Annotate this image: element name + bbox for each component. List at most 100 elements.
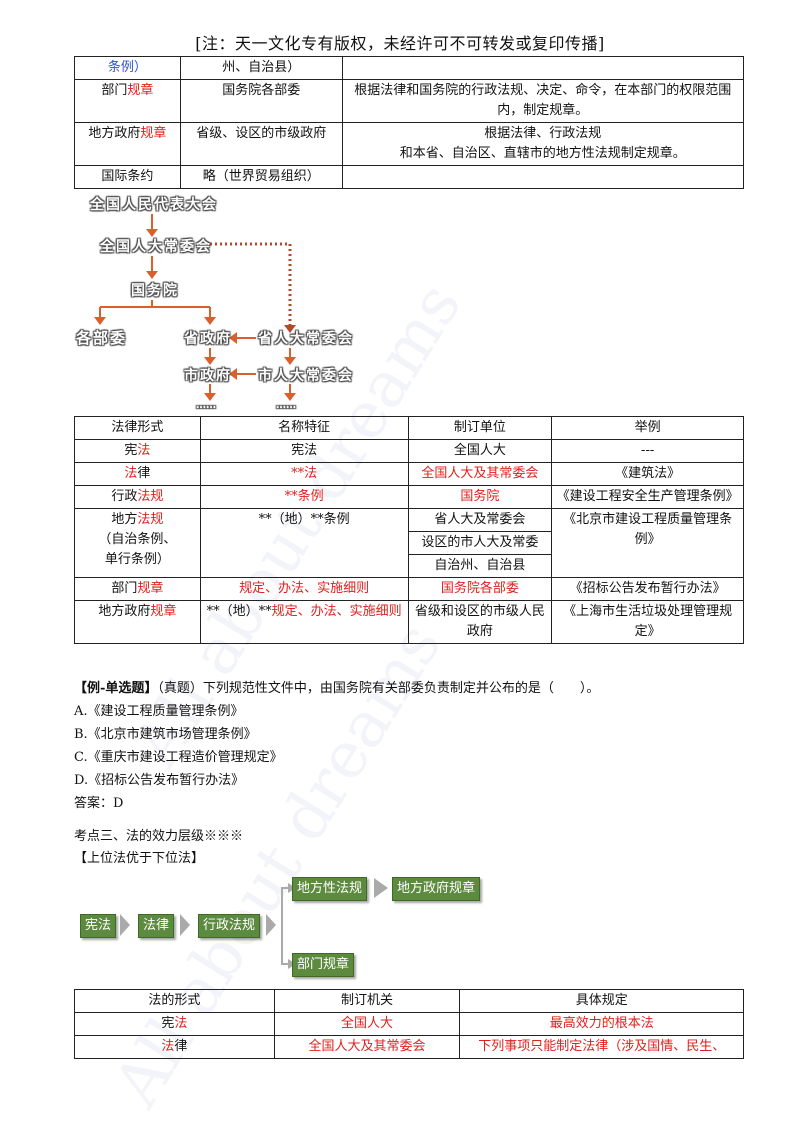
- table-cell: 根据法律、行政法规和本省、自治区、直辖市的地方性法规制定规章。: [341, 122, 745, 166]
- cell-text-highlight: 法: [174, 1016, 188, 1031]
- table-cell: 宪法: [74, 1012, 275, 1036]
- table-cell: **（地）**条例: [199, 508, 409, 578]
- cell-text-highlight: 规章: [137, 581, 164, 596]
- table-cell: 国际条约: [74, 165, 181, 189]
- table-cell: 宪法: [74, 439, 201, 463]
- cell-line: （自治条例、: [98, 532, 177, 547]
- table-cell: 规定、办法、实施细则: [199, 577, 409, 601]
- table-cell: 全国人大及其常委会: [273, 1035, 461, 1059]
- cell-text-highlight: 规章: [140, 126, 167, 141]
- column-header: 制订单位: [407, 416, 553, 440]
- table-cell: 地方政府规章: [74, 122, 181, 166]
- table-cell: **条例: [199, 485, 409, 509]
- table-header-row: 法的形式 制订机关 具体规定: [74, 989, 744, 1013]
- table-header-row: 法律形式 名称特征 制订单位 举例: [74, 416, 744, 440]
- cell-text-highlight: 规章: [150, 604, 177, 619]
- cell-line: 地方法规: [111, 512, 164, 527]
- legal-effect-table: 法的形式 制订机关 具体规定 宪法 全国人大 最高效力的根本法 法律 全国人大及…: [74, 989, 744, 1059]
- table-row: 地方法规 （自治条例、 单行条例） **（地）**条例 省人大及常委会 《北京市…: [74, 508, 744, 578]
- table-cell: 略（世界贸易组织）: [179, 165, 343, 189]
- cell-text: 部门: [101, 83, 128, 98]
- column-header: 具体规定: [459, 989, 744, 1013]
- section-title: 考点三、法的效力层级※※※: [74, 829, 244, 844]
- chevron-arrow-icon: [266, 914, 276, 936]
- cell-text: 律: [137, 466, 151, 481]
- legal-forms-table: 法律形式 名称特征 制订单位 举例 宪法 宪法 全国人大 --- 法律 **法 …: [74, 416, 744, 644]
- table-cell: 《建筑法》: [551, 462, 744, 486]
- legal-forms-table-top: 条例） 州、自治县） 部门规章 国务院各部委 根据法律和国务院的行政法规、决定、…: [74, 56, 745, 189]
- table-cell: 下列事项只能制定法律（涉及国情、民生、: [459, 1035, 744, 1059]
- chevron-arrow-icon: [180, 914, 190, 936]
- option-a: A.《建设工程质量管理条例》: [74, 704, 244, 719]
- node-law: 法律: [138, 914, 175, 938]
- question-stem: 【例-单选题】（真题）下列规范性文件中，由国务院有关部委负责制定并公布的是（ ）…: [74, 681, 600, 696]
- cell-text-highlight: 法: [137, 443, 151, 458]
- column-header: 法的形式: [74, 989, 275, 1013]
- table-cell: 国务院各部委: [179, 79, 343, 123]
- table-cell: 根据法律和国务院的行政法规、决定、命令，在本部门的权限范围内，制定规章。: [341, 79, 745, 123]
- table-cell: 地方政府规章: [74, 600, 201, 644]
- section-heading: 考点三、法的效力层级※※※ 【上位法优于下位法】: [74, 826, 243, 870]
- table-row: 宪法 全国人大 最高效力的根本法: [74, 1012, 744, 1036]
- table-cell: 《招标公告发布暂行办法》: [551, 577, 744, 601]
- table-cell: 省级、设区的市级政府: [179, 122, 343, 166]
- table-cell: ---: [551, 439, 744, 463]
- table-row: 设区的市人大及常委: [75, 531, 744, 555]
- table-cell: 法律: [74, 1035, 275, 1059]
- table-cell: 部门规章: [74, 577, 201, 601]
- table-row: 法律 **法 全国人大及其常委会 《建筑法》: [74, 462, 744, 486]
- cell-line: 单行条例）: [104, 552, 170, 567]
- table-row: 部门规章 国务院各部委 根据法律和国务院的行政法规、决定、命令，在本部门的权限范…: [74, 79, 745, 123]
- table-cell: 省级和设区的市级人民政府: [407, 600, 553, 644]
- cell-text-highlight: 法: [161, 1039, 175, 1054]
- answer: 答案：D: [74, 796, 124, 811]
- page-header: [注：天一文化专有版权，未经许可不可转发或复印传播]: [195, 34, 605, 53]
- cell-text: 宪: [161, 1016, 175, 1031]
- column-header: 法律形式: [74, 416, 201, 440]
- section-subtitle: 【上位法优于下位法】: [74, 851, 205, 866]
- table-cell: 部门规章: [74, 79, 181, 123]
- table-row: 地方政府规章 省级、设区的市级政府 根据法律、行政法规和本省、自治区、直辖市的地…: [74, 122, 745, 166]
- cell-text-highlight: 规定、办法、实施细则: [271, 604, 402, 619]
- cell-text-highlight: 规章: [127, 83, 154, 98]
- column-header: 名称特征: [199, 416, 409, 440]
- table-cell: 全国人大及其常委会: [407, 462, 553, 486]
- cell-text: 部门: [111, 581, 138, 596]
- cell-text: 行政: [111, 489, 138, 504]
- table-row: 条例） 州、自治县）: [74, 56, 745, 80]
- table-cell: 最高效力的根本法: [459, 1012, 744, 1036]
- table-cell: 条例）: [74, 56, 181, 80]
- cell-text-highlight: 法规: [137, 489, 164, 504]
- cell-text: 地方政府: [88, 126, 141, 141]
- cell-text: 宪: [124, 443, 138, 458]
- node-constitution: 宪法: [80, 914, 117, 938]
- cell-text-highlight: 法: [124, 466, 138, 481]
- table-cell: [341, 165, 745, 189]
- cell-text: **（地）**: [206, 604, 272, 619]
- option-c: C.《重庆市建设工程造价管理规定》: [74, 750, 283, 765]
- cell-line: 和本省、自治区、直辖市的地方性法规制定规章。: [399, 146, 686, 161]
- table-cell: 省人大及常委会: [407, 508, 553, 532]
- table-cell: **（地）**规定、办法、实施细则: [199, 600, 409, 644]
- column-header: 举例: [551, 416, 744, 440]
- table-row: 法律 全国人大及其常委会 下列事项只能制定法律（涉及国情、民生、: [74, 1035, 744, 1059]
- node-administrative-regulation: 行政法规: [198, 914, 261, 938]
- table-cell: 设区的市人大及常委: [407, 531, 553, 555]
- cell-line: 根据法律、行政法规: [484, 126, 602, 141]
- node-local-regulation: 地方性法规: [292, 877, 368, 901]
- arrow-head: [374, 878, 388, 898]
- table-row: 国际条约 略（世界贸易组织）: [74, 165, 745, 189]
- node-local-government-rule: 地方政府规章: [392, 877, 481, 901]
- table-cell: 《北京市建设工程质量管理条例》: [551, 508, 744, 578]
- option-b: B.《北京市建筑市场管理条例》: [74, 727, 257, 742]
- branch-connector: [281, 887, 290, 925]
- cell-text: 律: [174, 1039, 188, 1054]
- table-cell: [341, 56, 745, 80]
- chevron-arrow-icon: [120, 914, 130, 936]
- table-cell: 《上海市生活垃圾处理管理规定》: [551, 600, 744, 644]
- branch-connector: [281, 925, 290, 965]
- table-row: 行政法规 **条例 国务院 《建设工程安全生产管理条例》: [74, 485, 744, 509]
- table-cell: 《建设工程安全生产管理条例》: [551, 485, 744, 509]
- option-d: D.《招标公告发布暂行办法》: [74, 773, 245, 788]
- table-cell: 全国人大: [273, 1012, 461, 1036]
